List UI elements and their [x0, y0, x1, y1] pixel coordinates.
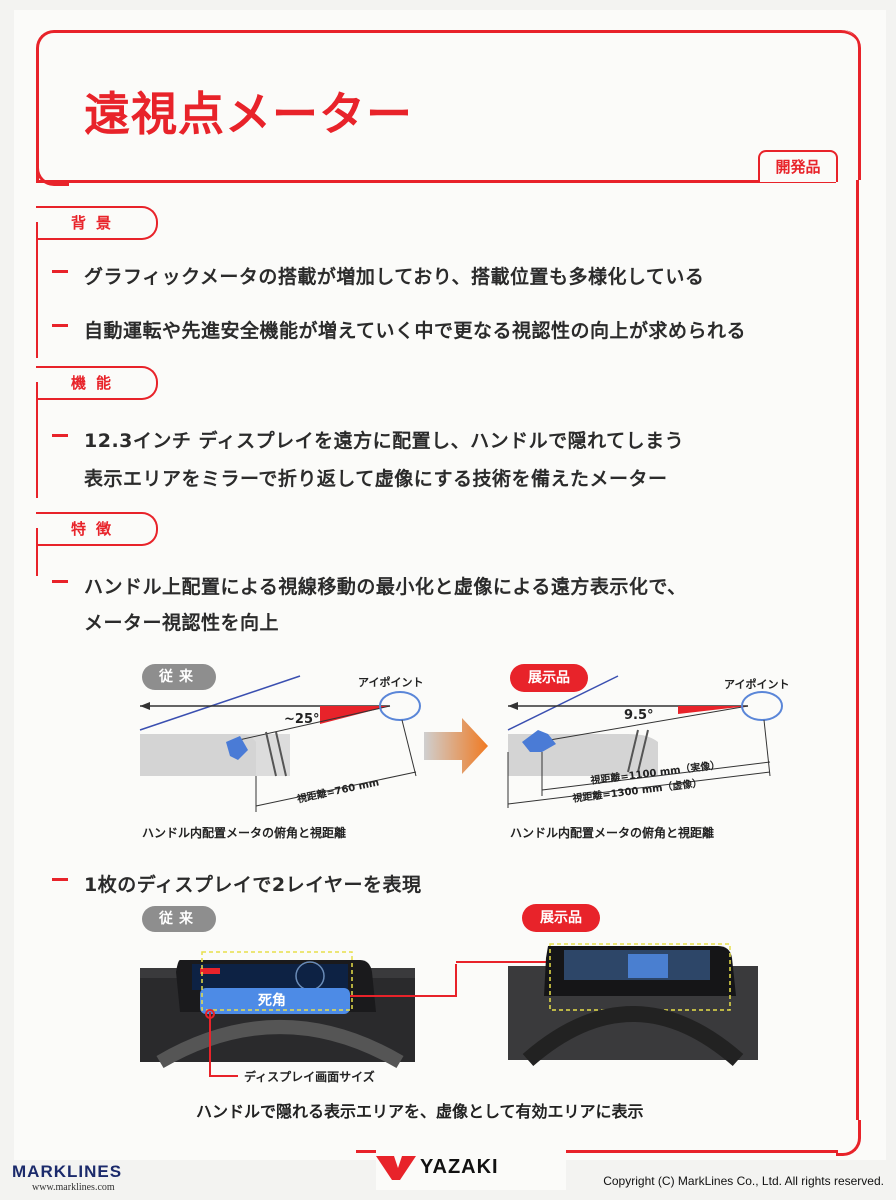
conventional-meter-photo [140, 951, 415, 1069]
yazaki-brand: YAZAKI [420, 1156, 499, 1178]
conventional-angle-label: ~25° [284, 712, 320, 727]
features-bullet-1: ハンドル上配置による視線移動の最小化と虚像による遠方表示化で、 [84, 576, 687, 598]
exhibit-meter-photo [508, 943, 758, 1067]
exhibit-caption: ハンドル内配置メータの俯角と視距離 [510, 826, 715, 840]
conventional-angle-diagram [139, 675, 421, 812]
frame-bottom-line [566, 1150, 838, 1153]
title-frame-bottom [36, 180, 836, 183]
section-line-function [36, 382, 38, 498]
title-frame-curve [36, 150, 69, 186]
background-bullet-2: 自動運転や先進安全機能が増えていく中で更なる視認性の向上が求められる [84, 320, 747, 342]
features-bullet-1-cont: メーター視認性を向上 [84, 612, 280, 634]
copyright-text: Copyright (C) MarkLines Co., Ltd. All ri… [603, 1174, 884, 1188]
bullet-dash [52, 270, 68, 273]
conventional-caption: ハンドル内配置メータの俯角と視距離 [142, 826, 347, 840]
conventional-pill-2: 従来 [142, 906, 216, 932]
exhibit-pill: 展示品 [510, 664, 588, 692]
bullet-dash [52, 324, 68, 327]
conventional-eyepoint-label: アイポイント [358, 676, 424, 689]
background-bullet-1: グラフィックメータの搭載が増加しており、搭載位置も多様化している [84, 266, 705, 288]
dev-tag: 開発品 [758, 150, 838, 182]
frame-bottom-curve [836, 1120, 861, 1156]
exhibit-angle-diagram [507, 675, 783, 808]
section-tab-function: 機能 [36, 366, 158, 400]
function-bullet-2: 表示エリアをミラーで折り返して虚像にする技術を備えたメーター [84, 468, 668, 490]
section-line-background [36, 222, 38, 358]
bullet-dash [52, 878, 68, 881]
exhibit-angle-label: 9.5° [624, 708, 654, 723]
section-line-features [36, 528, 38, 576]
section-tab-features: 特徴 [36, 512, 158, 546]
yazaki-mark-icon [376, 1156, 416, 1180]
marklines-brand: MARKLINES [12, 1162, 123, 1181]
exhibit-pill-2: 展示品 [522, 904, 600, 932]
blind-spot-label: 死角 [258, 993, 286, 1009]
yazaki-logo: YAZAKI [376, 1150, 566, 1190]
exhibit-eyepoint-label: アイポイント [724, 678, 790, 691]
orange-arrow-icon [424, 718, 488, 774]
title-frame-right [36, 30, 861, 180]
features-bullet-2: 1枚のディスプレイで2レイヤーを表現 [84, 874, 422, 896]
section-tab-background: 背景 [36, 206, 158, 240]
marklines-url[interactable]: www.marklines.com [32, 1182, 115, 1193]
page-title: 遠視点メーター [84, 87, 413, 141]
callout-lines [205, 964, 457, 1077]
frame-right-border [856, 180, 859, 1120]
bullet-dash [52, 580, 68, 583]
title-frame [36, 30, 859, 183]
bullet-dash [52, 434, 68, 437]
summary-label: ハンドルで隠れる表示エリアを、虚像として有効エリアに表示 [196, 1102, 644, 1121]
conventional-pill: 従来 [142, 664, 216, 690]
screen-size-label: ディスプレイ画面サイズ [244, 1070, 375, 1084]
function-bullet-1: 12.3インチ ディスプレイを遠方に配置し、ハンドルで隠れてしまう [84, 430, 685, 452]
marklines-logo: MARKLINES www.marklines.com [12, 1162, 122, 1193]
frame-bottom-line-left [356, 1150, 376, 1153]
